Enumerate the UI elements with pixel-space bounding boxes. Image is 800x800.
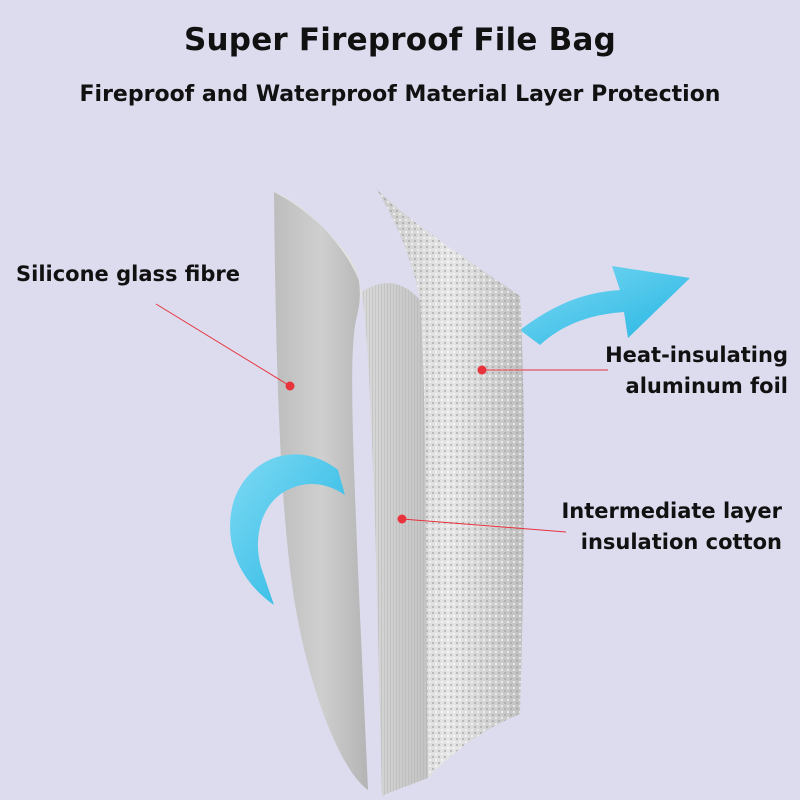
label-line: Intermediate layer (561, 499, 782, 523)
label-silicone-glass-fibre: Silicone glass fibre (16, 259, 240, 290)
page-subtitle: Fireproof and Waterproof Material Layer … (79, 82, 721, 107)
leader-lines (155, 303, 608, 533)
label-aluminum-foil: Heat-insulating aluminum foil (605, 340, 788, 402)
label-line: Silicone glass fibre (16, 262, 241, 286)
fibre-layer (274, 192, 368, 790)
label-insulation-cotton: Intermediate layer insulation cotton (561, 496, 782, 558)
label-line: insulation cotton (580, 530, 782, 554)
leader-dots (285, 365, 487, 524)
page-title: Super Fireproof File Bag (184, 22, 616, 58)
upper-arrow-icon (520, 266, 690, 345)
label-line: aluminum foil (625, 374, 788, 398)
lower-arrow-icon (230, 454, 345, 605)
label-line: Heat-insulating (605, 343, 788, 367)
